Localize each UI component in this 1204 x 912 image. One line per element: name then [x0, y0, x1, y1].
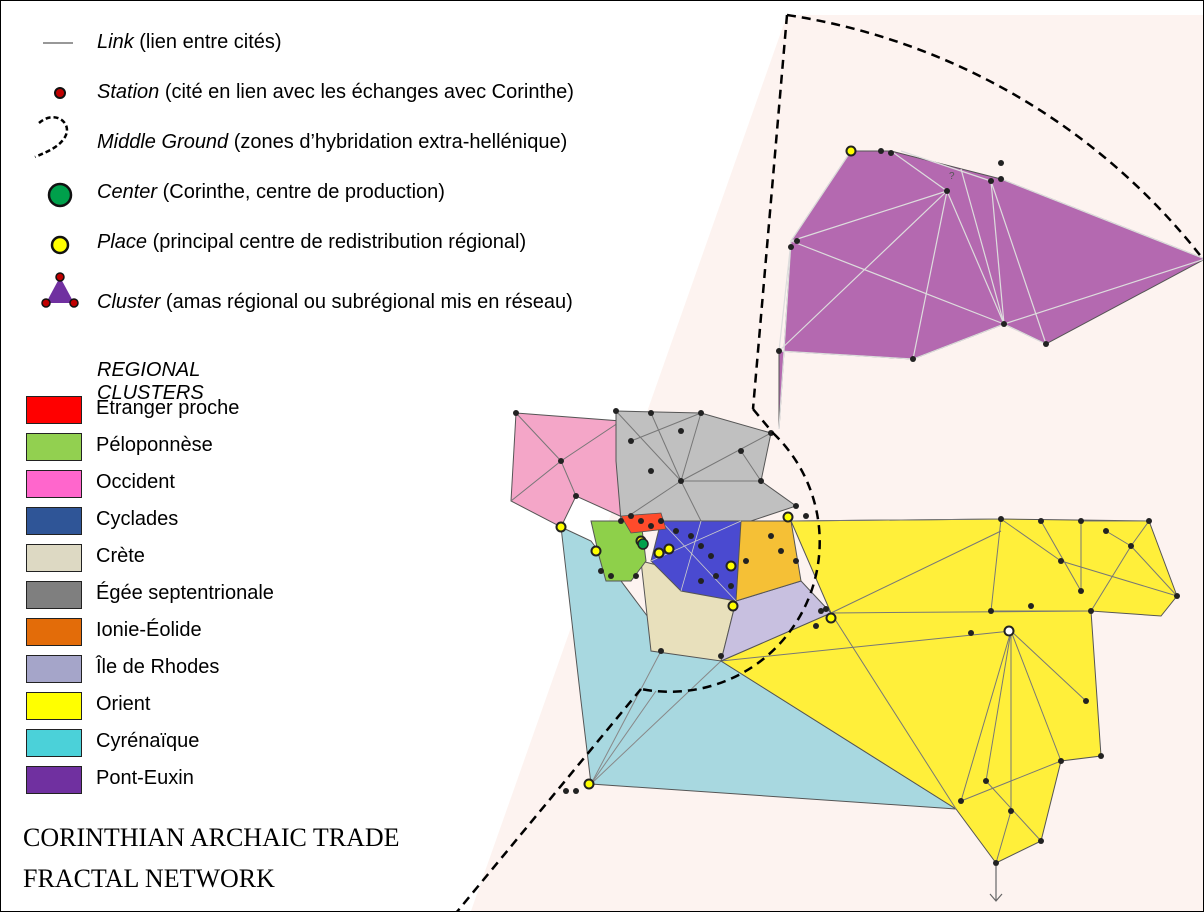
cluster-label: Orient — [96, 693, 151, 715]
regional-clusters-title: REGIONAL CLUSTERS — [97, 359, 204, 404]
place-symbol-icon — [50, 235, 70, 255]
color-swatch — [26, 507, 82, 535]
cluster-occident — [510, 410, 632, 528]
color-swatch — [26, 433, 82, 461]
cluster-label: Occident — [96, 471, 175, 493]
legend-row-place: Place (principal centre de redistributio… — [97, 231, 526, 254]
color-swatch — [26, 544, 82, 572]
color-swatch — [26, 692, 82, 720]
middle-ground-boundaries — [456, 13, 1203, 911]
legend-term: Place — [97, 231, 148, 253]
legend-term: Cluster — [97, 291, 161, 313]
legend-term: Middle Ground — [97, 131, 229, 153]
cluster-label: Cyrénaïque — [96, 730, 200, 752]
legend-desc: (Corinthe, centre de production) — [157, 181, 445, 203]
center-symbol-icon — [47, 182, 73, 208]
legend-desc: (zones d’hybridation extra-hellénique) — [228, 131, 568, 153]
legend-row-center: Center (Corinthe, centre de production) — [97, 181, 445, 204]
cluster-orient — [719, 516, 1180, 866]
cluster-symbol-icon — [41, 272, 79, 308]
legend-term: Station — [97, 81, 160, 103]
legend-desc: (amas régional ou subrégional mis en rés… — [160, 291, 573, 313]
cluster-label: Égée septentrionale — [96, 582, 274, 604]
middle-ground-symbol-icon — [34, 116, 69, 159]
cluster-label: Crète — [96, 545, 145, 567]
continuation-arrow-icon — [989, 866, 1003, 902]
legend-term: Link — [97, 31, 134, 53]
color-swatch — [26, 729, 82, 757]
cluster-egee-septentrionale — [613, 408, 799, 522]
legend-term: Center — [97, 181, 158, 203]
cluster-label: Cyclades — [96, 508, 179, 530]
legend-row-cluster: Cluster (amas régional ou subrégional mi… — [97, 291, 573, 314]
cluster-cyclades — [650, 520, 742, 602]
cluster-label: Pont-Euxin — [96, 767, 194, 789]
cluster-label: Etranger proche — [96, 397, 240, 419]
color-swatch — [26, 581, 82, 609]
legend-row-link: Link (lien entre cités) — [97, 31, 282, 54]
cluster-label: Péloponnèse — [96, 434, 213, 456]
station-symbol-icon — [54, 87, 66, 99]
color-swatch — [26, 396, 82, 424]
legend-desc: (cité en lien avec les échanges avec Cor… — [159, 81, 574, 103]
color-swatch — [26, 618, 82, 646]
legend-desc: (principal centre de redistribution régi… — [147, 231, 527, 253]
question-mark-label: ? — [949, 171, 955, 182]
legend-row-middle-ground: Middle Ground (zones d’hybridation extra… — [97, 131, 567, 154]
legend-desc: (lien entre cités) — [133, 31, 282, 53]
legend-row-station: Station (cité en lien avec les échanges … — [97, 81, 574, 104]
cluster-label: Ionie-Éolide — [96, 619, 202, 641]
cluster-label: Île de Rhodes — [96, 656, 220, 678]
cluster-pont-euxin: ? — [776, 145, 1203, 430]
color-swatch — [26, 655, 82, 683]
corinth-center-node — [637, 538, 649, 550]
legend-symbols — [34, 42, 79, 308]
figure-title-line-2: FRACTAL NETWORK — [23, 864, 275, 893]
central-stations — [563, 513, 829, 794]
color-swatch — [26, 470, 82, 498]
color-swatch — [26, 766, 82, 794]
figure-title-line-1: CORINTHIAN ARCHAIC TRADE — [23, 823, 400, 852]
